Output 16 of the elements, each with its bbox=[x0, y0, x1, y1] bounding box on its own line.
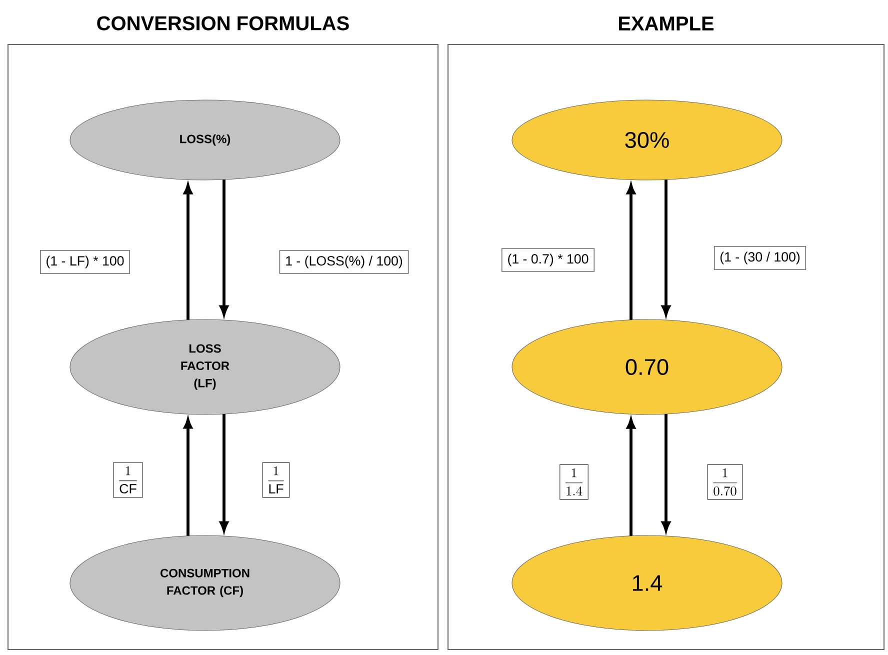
ellipse-node: 1.4 bbox=[512, 535, 782, 631]
edge-label: $\frac{1}{\mathrm{CF}}$ bbox=[113, 462, 143, 498]
edge-label: $\frac{1}{\mathrm{LF}}$ bbox=[262, 462, 290, 498]
edge-label: (1 - LF) * 100 bbox=[40, 250, 130, 274]
ellipse-node: LOSS FACTOR (LF) bbox=[70, 319, 340, 415]
edge-label: 1 - (LOSS(%) / 100) bbox=[279, 250, 409, 274]
node-label: CONVERSION FORMULAS bbox=[97, 16, 349, 30]
node-label: EXAMPLE bbox=[619, 16, 714, 30]
ellipse-node: 0.70 bbox=[512, 319, 782, 415]
edge-label: (1 - (30 / 100) bbox=[714, 246, 806, 270]
edge-label: (1 - 0.7) * 100 bbox=[502, 248, 594, 272]
edge-label: $\frac{1}{0.70}$ bbox=[707, 464, 743, 500]
ellipse-node: 30% bbox=[512, 100, 782, 180]
ellipse-node: LOSS(%) bbox=[70, 100, 340, 180]
ellipse-node: CONSUMPTION FACTOR (CF) bbox=[70, 535, 340, 631]
edge-label: $\frac{1}{1.4}$ bbox=[560, 464, 588, 500]
